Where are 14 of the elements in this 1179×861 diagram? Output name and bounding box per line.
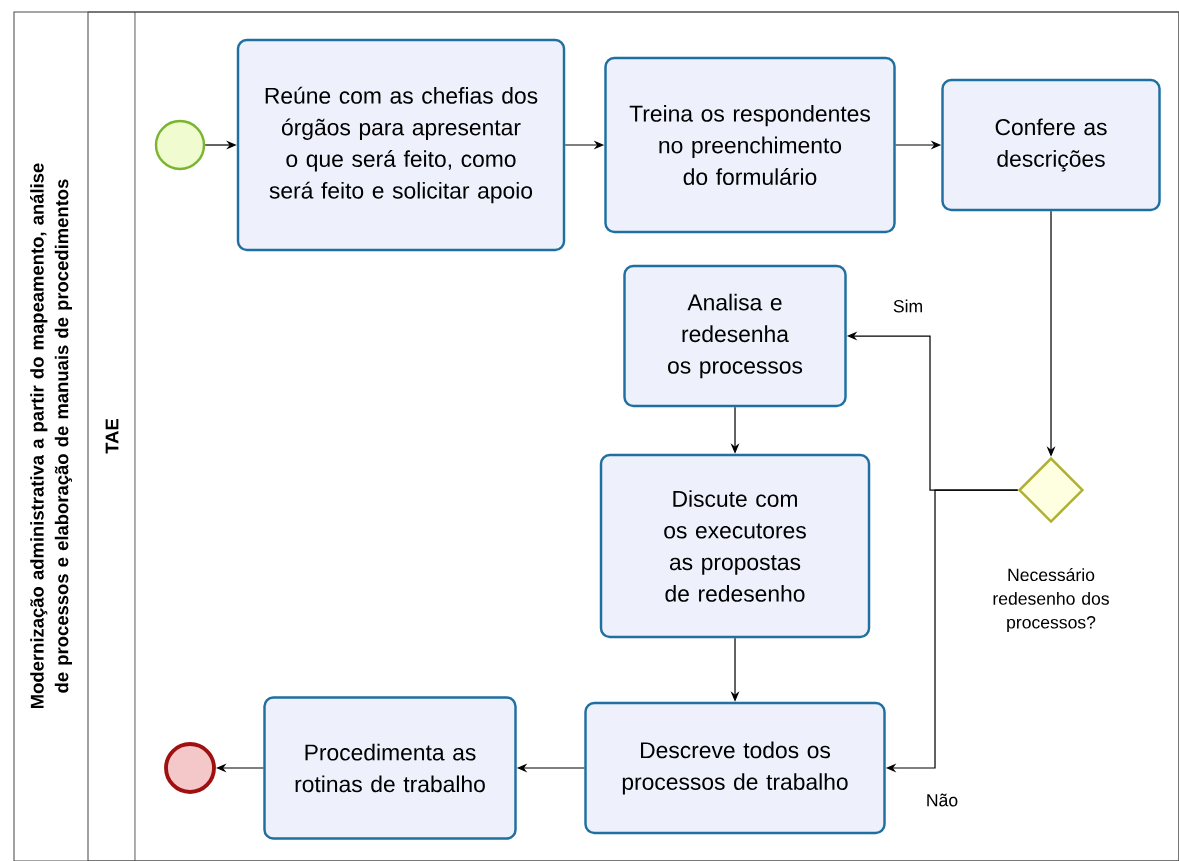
end-event-circle	[164, 742, 216, 794]
task-box: Reúne com as chefias dos órgãos para apresentar o que será feito, como será feito e solicitar apoio	[236, 38, 566, 252]
start-event-circle	[154, 119, 206, 171]
decision-label: Necessário redesenho dos processos?	[993, 568, 1109, 632]
pool-title: Modernização administrativa a partir do mapeamento, análise de processos e elaboração de manuais de procedimentos	[30, 163, 72, 709]
task-box: Treina os respondentes no preenchimento do formulário	[604, 56, 896, 234]
task-box: Analisa e redesenha os processos	[623, 264, 847, 408]
task-box: Confere as descrições	[941, 78, 1161, 212]
task-box: Descreve todos os processos de trabalho	[584, 701, 886, 835]
task-box: Procedimenta as rotinas de trabalho	[263, 696, 517, 840]
lane-title: TAE	[105, 418, 119, 454]
edge-label: Não	[924, 791, 960, 809]
edge-label: Sim	[891, 297, 925, 315]
task-box: Discute com os executores as propostas de redesenho	[599, 453, 871, 639]
